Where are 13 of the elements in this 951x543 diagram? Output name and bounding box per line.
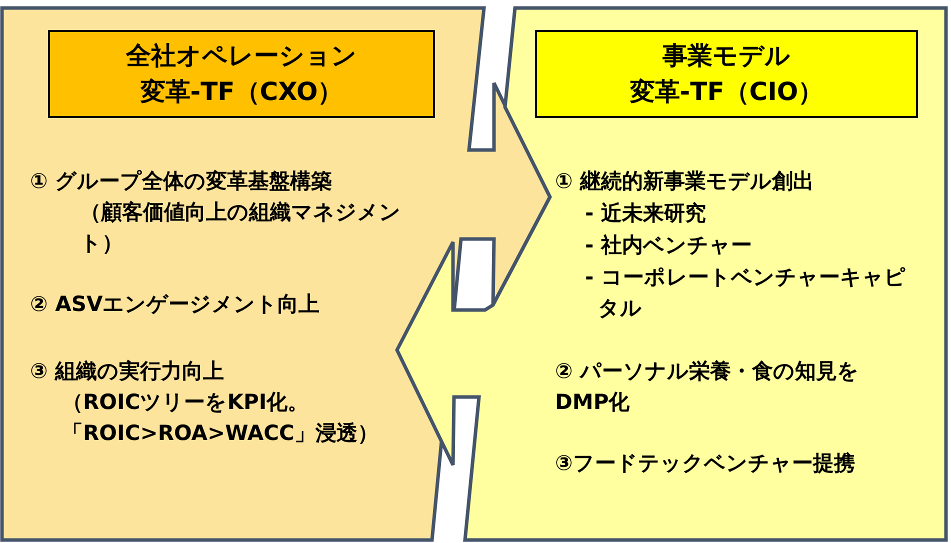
- list-item: （顧客価値向上の組織マネジメント）: [80, 199, 402, 257]
- list-item: ① グループ全体の変革基盤構築: [30, 168, 334, 195]
- list-item: ② ASVエンゲージメント向上: [30, 291, 321, 318]
- list-item: ① 継続的新事業モデル創出: [555, 168, 816, 195]
- list-item: - 社内ベンチャー: [585, 232, 754, 259]
- list-item: - 近未来研究: [585, 200, 708, 227]
- list-item: - コーポレートベンチャーキャピタル: [585, 264, 908, 322]
- list-item: ③ 組織の実行力向上: [30, 358, 226, 385]
- list-item: （ROICツリーをKPI化。「ROIC>ROA>WACC」浸透）: [62, 389, 380, 447]
- list-item: ③フードテックベンチャー提携: [555, 450, 856, 477]
- list-item: ② パーソナル栄養・食の知見をDMP化: [555, 358, 860, 416]
- title-box: 事業モデル 変革-TF（CIO）: [535, 30, 918, 118]
- title-box: 全社オペレーション 変革-TF（CXO）: [48, 30, 435, 118]
